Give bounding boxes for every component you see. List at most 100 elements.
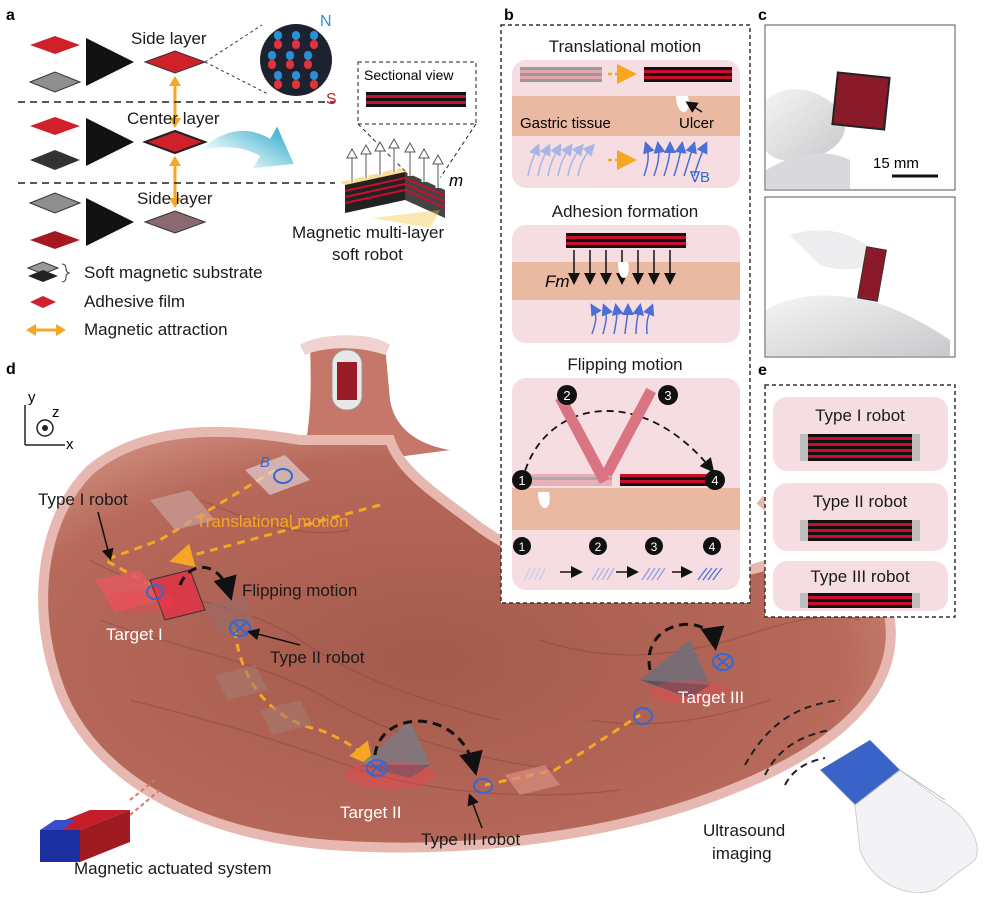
legend-label: Soft magnetic substrate	[84, 263, 263, 282]
field-line	[641, 567, 651, 581]
panel-c-letter: c	[758, 7, 767, 24]
domain-n	[310, 71, 318, 80]
layer	[800, 596, 920, 599]
south-pole-label: S	[326, 91, 337, 108]
layer	[800, 535, 920, 538]
target3-label: Target III	[678, 688, 744, 707]
field-line	[712, 567, 723, 581]
ulcer-shape	[538, 492, 550, 508]
gastric-tissue-band	[512, 96, 740, 136]
ultrasound-label-line1: Ultrasound	[703, 821, 785, 840]
layer	[800, 455, 920, 458]
axis-z-label: z	[52, 404, 60, 421]
capsule	[331, 349, 363, 411]
sectional-view-stack	[366, 92, 466, 107]
legend-label: Adhesive film	[84, 292, 185, 311]
robot-title-line1: Magnetic multi-layer	[292, 223, 444, 242]
glove-finger	[766, 89, 846, 162]
combine-arrows	[86, 38, 134, 246]
type1-stack	[800, 434, 920, 461]
seq-step-2: 2	[595, 540, 602, 554]
gradient-b-label: ∇B	[689, 169, 710, 186]
field-line	[601, 303, 613, 335]
domain-n	[274, 31, 282, 40]
domain-n	[268, 51, 276, 60]
field-line	[646, 567, 656, 581]
step-1: 1	[518, 473, 525, 488]
target-glow	[105, 590, 175, 614]
gastric-tissue-band	[512, 488, 740, 530]
domain-n	[304, 51, 312, 60]
field-circle-icon	[633, 707, 653, 725]
robot-sample-edge	[857, 246, 887, 302]
field-markers	[146, 468, 734, 794]
moment-label: m	[449, 171, 463, 190]
ulcer-shape	[618, 262, 629, 278]
axis-triad	[24, 405, 65, 446]
type2-stack	[800, 520, 920, 541]
step-3: 3	[664, 388, 671, 403]
panel-b-letter: b	[504, 7, 514, 24]
domain-n	[310, 31, 318, 40]
side-layer-label: Side layer	[131, 29, 207, 48]
step-4: 4	[711, 473, 718, 488]
layer	[800, 437, 920, 440]
field-line	[523, 567, 531, 581]
out-of-plane-icon	[36, 419, 54, 437]
field-line	[577, 143, 596, 177]
layer	[800, 593, 920, 596]
field-circle-icon	[473, 778, 493, 794]
target1-label: Target I	[106, 625, 163, 644]
type3-label: Type III robot	[810, 567, 909, 586]
adhesive-film-rhombus	[30, 231, 80, 249]
field-line	[533, 567, 541, 581]
domain-n	[286, 51, 294, 60]
layer	[800, 599, 920, 602]
layer-stack-left	[28, 36, 82, 249]
side-layer-label: Side layer	[137, 189, 213, 208]
type1-label: Type I robot	[815, 406, 905, 425]
panel-d-letter: d	[6, 361, 16, 378]
scale-label: 15 mm	[873, 155, 919, 172]
field-line	[528, 567, 536, 581]
domain-s	[292, 80, 300, 89]
legend-item-attraction: Magnetic attraction	[26, 320, 228, 339]
layer	[800, 605, 920, 608]
layer	[800, 452, 920, 455]
domain-s	[274, 80, 282, 89]
layer	[800, 523, 920, 526]
domain-s	[274, 40, 282, 49]
field-line	[643, 303, 655, 335]
layer	[800, 440, 920, 443]
target-glow	[650, 680, 730, 704]
field-line	[538, 567, 546, 581]
legend-label: Magnetic attraction	[84, 320, 228, 339]
center-layer-label: Center layer	[127, 109, 220, 128]
adhesive-film-rhombus	[30, 117, 80, 135]
layer	[800, 602, 920, 605]
seq-step-4: 4	[709, 540, 716, 554]
field-line	[591, 567, 600, 581]
gastric-tissue-label: Gastric tissue	[520, 115, 611, 132]
field-line	[567, 143, 584, 177]
translational-motion-label: Translational motion	[196, 512, 348, 531]
field-line	[557, 143, 573, 177]
field-line	[547, 143, 562, 177]
legend-item-adhesive: Adhesive film	[30, 292, 185, 311]
domain-s	[310, 40, 318, 49]
side-layer-rhombus	[143, 210, 207, 234]
fm-label: Fm	[545, 272, 570, 291]
domain-s	[310, 80, 318, 89]
robot-trajectory	[101, 468, 641, 787]
adhesion-title: Adhesion formation	[552, 202, 698, 221]
robot-title-line2: soft robot	[332, 245, 403, 264]
panel-b: b Translational motion Gastric tissue Ul…	[500, 7, 751, 604]
field-sequence	[513, 537, 721, 578]
field-line	[596, 567, 605, 581]
field-circle-icon	[146, 584, 164, 600]
legend-item-substrate: Soft magnetic substrate	[26, 261, 263, 283]
side-layer-rhombus	[143, 50, 207, 74]
type3-robot-label: Type III robot	[421, 830, 520, 849]
field-line	[707, 567, 718, 581]
